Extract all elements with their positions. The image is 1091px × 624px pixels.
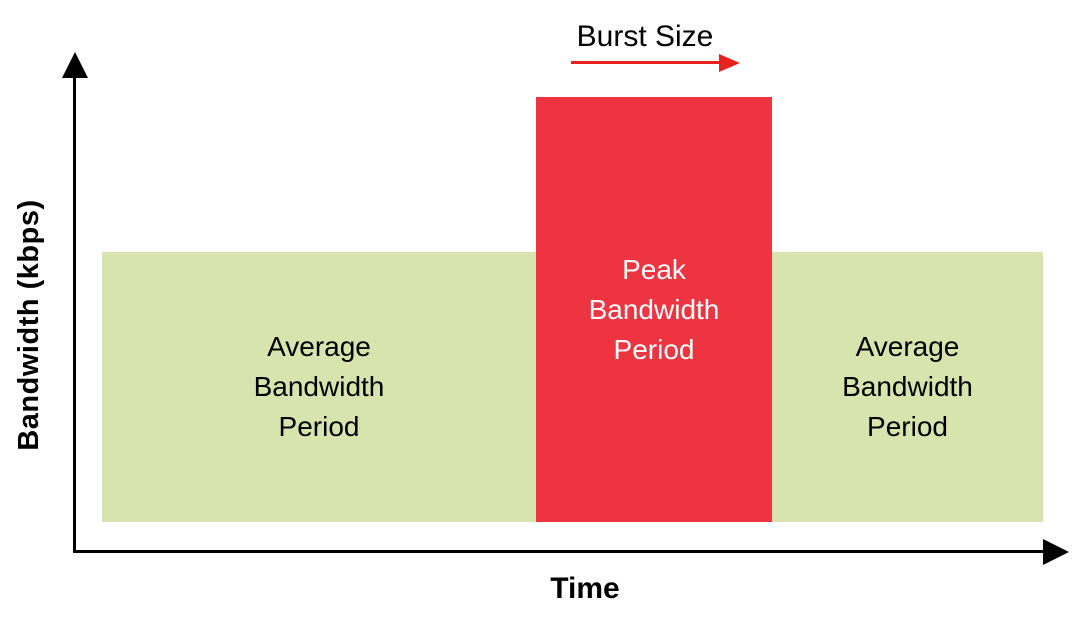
- burst-size-arrowhead-icon: [719, 54, 740, 72]
- x-axis-label: Time: [550, 572, 620, 605]
- average-bandwidth-period-right-label: Average Bandwidth Period: [842, 331, 973, 442]
- burst-size-label: Burst Size: [576, 20, 714, 53]
- peak-bandwidth-period-label: Peak Bandwidth Period: [588, 253, 720, 365]
- average-bandwidth-period-right: Average Bandwidth Period: [772, 252, 1043, 522]
- y-axis-label: Bandwidth (kbps): [13, 199, 45, 451]
- x-axis-arrowhead-icon: [1043, 539, 1069, 565]
- x-axis-line: [73, 550, 1045, 553]
- peak-bandwidth-period: Peak Bandwidth Period: [536, 97, 772, 522]
- burst-size-arrow-icon: [571, 61, 720, 64]
- y-axis-line: [73, 58, 76, 552]
- y-axis-arrowhead-icon: [62, 52, 88, 78]
- average-bandwidth-period-left: Average Bandwidth Period: [102, 252, 536, 522]
- average-bandwidth-period-left-label: Average Bandwidth Period: [253, 331, 385, 442]
